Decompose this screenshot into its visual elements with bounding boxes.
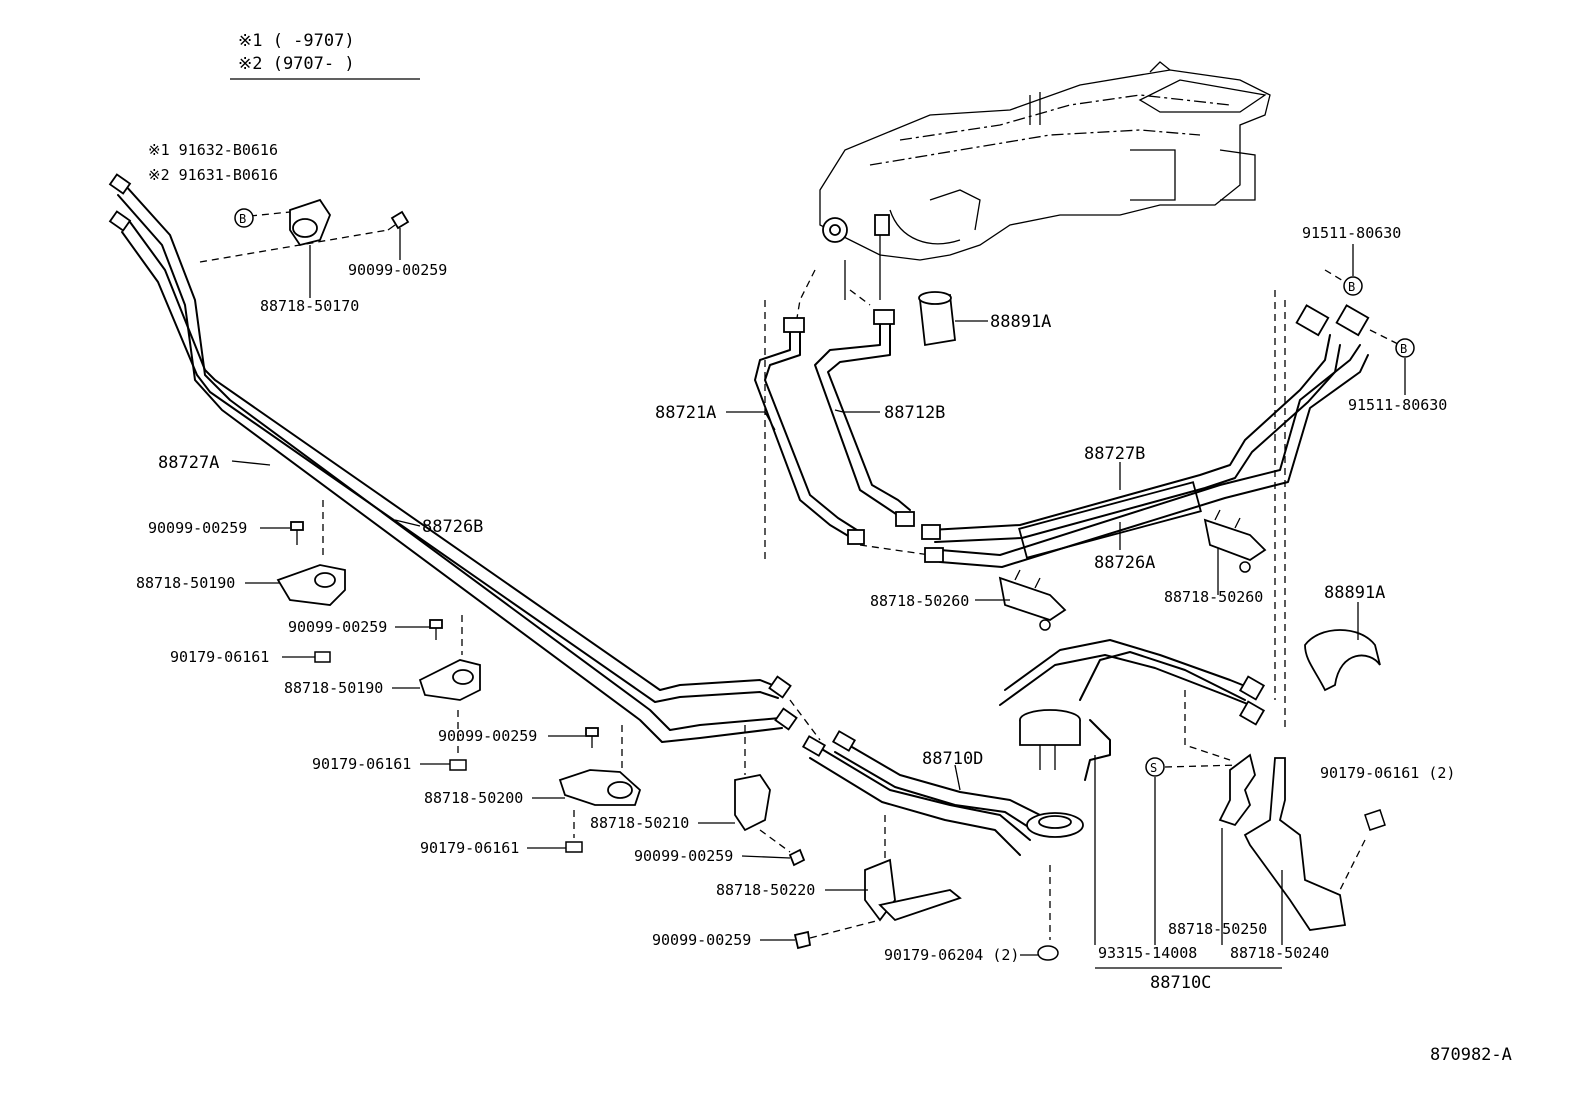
marker-b: B xyxy=(234,208,254,228)
pipe-88710C xyxy=(999,639,1266,781)
label-90099-00259: 90099-00259 xyxy=(288,618,387,636)
label-90099-00259: 90099-00259 xyxy=(634,847,733,865)
bracket-88718-50210 xyxy=(734,725,771,832)
leader-dash xyxy=(1184,690,1231,761)
hose-88721A xyxy=(754,317,865,545)
label-91632-B0616: ※1 91632-B0616 xyxy=(148,141,278,159)
insulator-88891A-right xyxy=(1304,629,1381,692)
bracket-88718-50200 xyxy=(558,725,642,806)
label-88718-50170: 88718-50170 xyxy=(260,297,359,315)
label-91511-80630: 91511-80630 xyxy=(1348,396,1447,414)
label-88712B: 88712B xyxy=(884,403,945,423)
nut-90179-06204 xyxy=(1037,945,1059,961)
label-91631-B0616: ※2 91631-B0616 xyxy=(148,166,278,184)
label-90099-00259: 90099-00259 xyxy=(148,519,247,537)
clamp-88718-50170 xyxy=(289,198,332,290)
label-88891A: 88891A xyxy=(1324,583,1385,603)
note-line-2: ※2 (9707- ) xyxy=(238,54,355,74)
leader-dash xyxy=(1164,764,1241,768)
hose-88712B xyxy=(814,309,915,527)
label-88718-50210: 88718-50210 xyxy=(590,814,689,832)
pipe-88727A xyxy=(108,173,783,743)
bolt-90099-00259-c xyxy=(585,727,599,748)
label-88718-50200: 88718-50200 xyxy=(424,789,523,807)
label-90099-00259: 90099-00259 xyxy=(348,261,447,279)
label-88718-50220: 88718-50220 xyxy=(716,881,815,899)
label-88721A: 88721A xyxy=(655,403,716,423)
label-90179-06161: 90179-06161 xyxy=(170,648,269,666)
svg-text:B: B xyxy=(239,212,246,226)
label-90099-00259: 90099-00259 xyxy=(652,931,751,949)
bracket-88718-50190-a xyxy=(276,500,346,606)
leader-dash xyxy=(199,229,389,263)
nut-90179-06161-c xyxy=(565,810,583,853)
label-88710C: 88710C xyxy=(1150,973,1211,993)
label-90179-06204: 90179-06204 (2) xyxy=(884,946,1019,964)
svg-text:B: B xyxy=(1400,342,1407,356)
note-line-1: ※1 ( -9707) xyxy=(238,31,355,51)
bolt-90099-00259-e xyxy=(793,919,881,950)
bolt-90099-00259-d xyxy=(759,829,806,867)
bolt-90099-00259-b xyxy=(429,619,443,640)
bolt-90099-00259-top xyxy=(387,210,410,231)
pipe-88710D xyxy=(789,699,1041,856)
pipe-88726A xyxy=(924,304,1370,568)
label-88718-50260: 88718-50260 xyxy=(870,592,969,610)
marker-s: S xyxy=(1145,757,1165,777)
label-88710D: 88710D xyxy=(922,749,983,769)
label-88718-50190: 88718-50190 xyxy=(136,574,235,592)
marker-b: B xyxy=(1343,276,1363,296)
label-88726B: 88726B xyxy=(422,517,483,537)
marker-b: B xyxy=(1395,338,1415,358)
pipe-88727B xyxy=(921,334,1341,559)
label-88891A: 88891A xyxy=(990,312,1051,332)
bracket-88718-50190-b xyxy=(418,615,481,701)
label-88726A: 88726A xyxy=(1094,553,1155,573)
clip-88718-50260-b xyxy=(1203,509,1267,573)
label-88727B: 88727B xyxy=(1084,444,1145,464)
engine-outline xyxy=(794,61,1271,331)
label-91511-80630: 91511-80630 xyxy=(1302,224,1401,242)
bracket-88718-50240 xyxy=(1243,757,1347,931)
bolt-90099-00259-a xyxy=(290,521,304,545)
label-88727A: 88727A xyxy=(158,453,219,473)
insulator-88891A-top xyxy=(918,291,956,347)
leader-lines xyxy=(231,228,1359,969)
receiver-block xyxy=(1019,709,1084,940)
svg-text:B: B xyxy=(1348,280,1355,294)
nut-90179-06161-b xyxy=(449,710,467,771)
bracket-88718-50250 xyxy=(1218,753,1256,827)
label-88718-50260: 88718-50260 xyxy=(1164,588,1263,606)
leader-dash xyxy=(859,544,931,556)
bracket-88718-50220 xyxy=(864,815,962,922)
label-88718-50240: 88718-50240 xyxy=(1230,944,1329,962)
nut-90179-06161-a xyxy=(314,651,331,663)
drawing-id: 870982-A xyxy=(1430,1045,1512,1065)
svg-text:S: S xyxy=(1150,761,1157,775)
label-90099-00259: 90099-00259 xyxy=(438,727,537,745)
leader-dash xyxy=(249,211,291,217)
label-90179-06161: 90179-06161 xyxy=(312,755,411,773)
pipe-88726B xyxy=(108,210,798,731)
label-90179-06161: 90179-06161 xyxy=(420,839,519,857)
label-88718-50250: 88718-50250 xyxy=(1168,920,1267,938)
label-90179-06161-2: 90179-06161 (2) xyxy=(1320,764,1455,782)
label-93315-14008: 93315-14008 xyxy=(1098,944,1197,962)
nut-90179-06161-2 xyxy=(1339,809,1386,891)
leader-dash xyxy=(1369,329,1401,346)
label-88718-50190: 88718-50190 xyxy=(284,679,383,697)
